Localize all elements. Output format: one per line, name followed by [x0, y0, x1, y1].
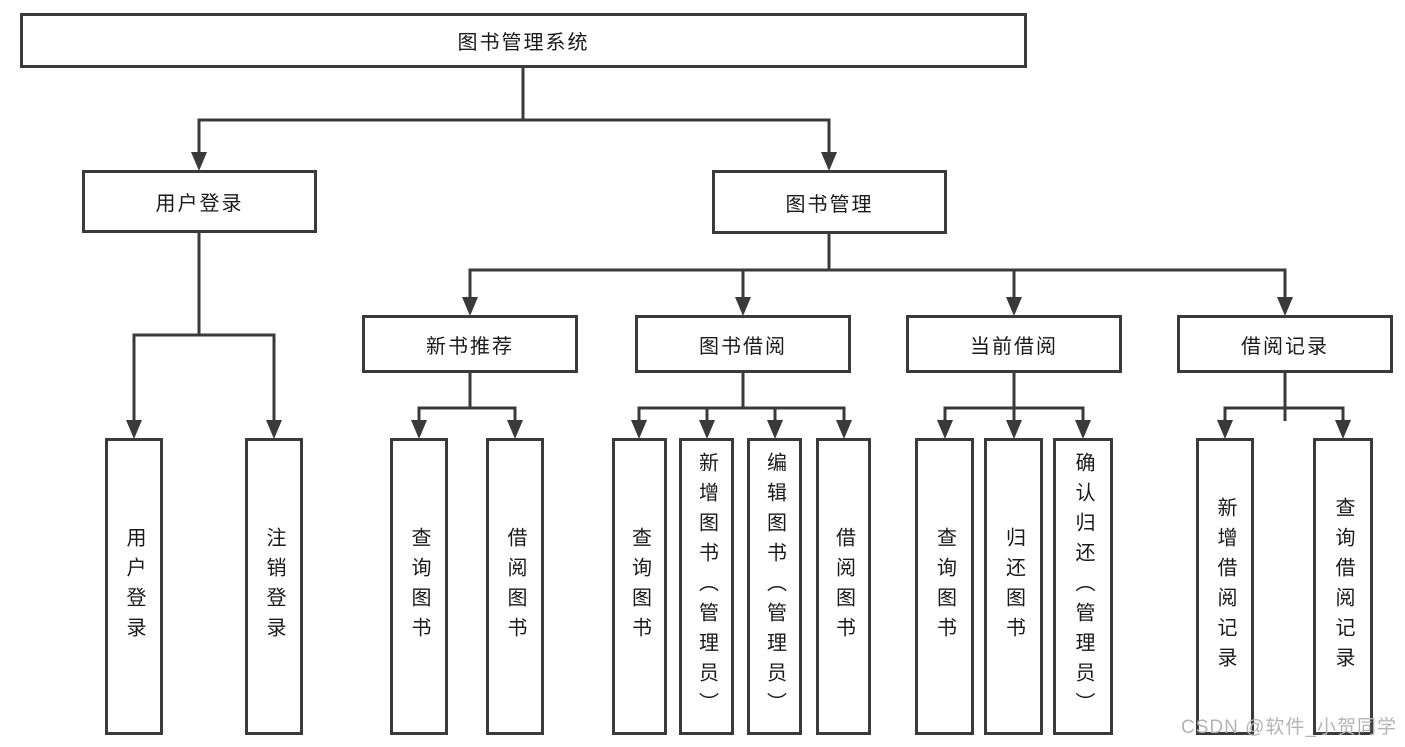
node-label: 图书管理系统 — [457, 32, 590, 54]
node-user-login: 用户登录 — [82, 170, 317, 233]
arrow-down-icon — [1006, 297, 1022, 316]
leaf-logout: 注销登录 — [245, 438, 303, 735]
leaf-user-login: 用户登录 — [105, 438, 163, 735]
leaf-label: 查询图书 — [408, 526, 430, 647]
leaf-query-borrow-record: 查询借阅记录 — [1313, 438, 1373, 735]
node-label: 用户登录 — [155, 193, 244, 215]
leaf-label: 借阅图书 — [832, 526, 855, 647]
node-label: 当前借阅 — [970, 335, 1058, 358]
connector-user-login-split — [132, 233, 276, 421]
arrow-down-icon — [462, 297, 478, 316]
arrow-down-icon — [266, 420, 282, 439]
arrow-down-icon — [1335, 420, 1351, 439]
leaf-label: 查询图书 — [628, 526, 651, 647]
leaf-label: 查询图书 — [933, 526, 956, 647]
leaf-borrow-books-recommend: 借阅图书 — [486, 438, 544, 735]
leaf-add-borrow-record: 新增借阅记录 — [1196, 438, 1254, 735]
arrow-down-icon — [767, 420, 783, 439]
arrow-down-icon — [821, 152, 837, 171]
arrow-down-icon — [836, 420, 852, 439]
csdn-watermark: CSDN @软件_小贺同学 — [1181, 717, 1397, 738]
leaf-label: 用户登录 — [123, 526, 145, 647]
node-label: 借阅记录 — [1241, 335, 1329, 358]
leaf-label: 新增图书（管理员） — [695, 451, 718, 722]
connector-current-split — [943, 373, 1085, 421]
leaf-label: 新增借阅记录 — [1214, 496, 1236, 677]
arrow-down-icon — [126, 420, 142, 439]
arrowhead-icons — [126, 152, 1351, 439]
connector-borrow-split — [637, 373, 846, 421]
leaf-label: 注销登录 — [263, 526, 285, 647]
leaf-return-books: 归还图书 — [984, 438, 1043, 735]
arrow-down-icon — [507, 420, 523, 439]
leaf-label: 查询借阅记录 — [1332, 496, 1354, 677]
node-new-book-recommend: 新书推荐 — [362, 315, 578, 373]
leaf-confirm-return-admin: 确认归还（管理员） — [1053, 438, 1113, 735]
connector-root-split — [197, 68, 831, 153]
node-book-borrow: 图书借阅 — [635, 315, 851, 373]
node-label: 新书推荐 — [426, 335, 514, 358]
arrow-down-icon — [1075, 420, 1091, 439]
leaf-borrow-books: 借阅图书 — [816, 438, 871, 735]
leaf-query-books-borrow: 查询图书 — [612, 438, 667, 735]
leaf-label: 归还图书 — [1002, 526, 1025, 647]
arrow-down-icon — [1217, 420, 1233, 439]
leaf-label: 确认归还（管理员） — [1072, 451, 1094, 722]
leaf-query-books-recommend: 查询图书 — [390, 438, 448, 735]
node-current-borrow: 当前借阅 — [906, 315, 1122, 373]
leaf-label: 借阅图书 — [504, 526, 526, 647]
arrow-down-icon — [735, 297, 751, 316]
arrow-down-icon — [1006, 420, 1022, 439]
connector-records-split — [1223, 373, 1345, 421]
arrow-down-icon — [191, 152, 207, 171]
leaf-edit-books-admin: 编辑图书（管理员） — [747, 438, 802, 735]
arrow-down-icon — [411, 420, 427, 439]
arrow-down-icon — [1277, 297, 1293, 316]
leaf-query-books-current: 查询图书 — [915, 438, 974, 735]
node-borrow-records: 借阅记录 — [1177, 315, 1393, 373]
node-library-system: 图书管理系统 — [20, 13, 1027, 68]
arrow-down-icon — [937, 420, 953, 439]
arrow-down-icon — [699, 420, 715, 439]
leaf-label: 编辑图书（管理员） — [763, 451, 786, 722]
arrow-down-icon — [631, 420, 647, 439]
node-label: 图书管理 — [785, 193, 874, 216]
leaf-add-books-admin: 新增图书（管理员） — [679, 438, 734, 735]
node-book-management: 图书管理 — [712, 170, 947, 234]
node-label: 图书借阅 — [699, 335, 787, 358]
connector-new-book-split — [417, 373, 517, 421]
connector-book-mgmt-split — [468, 234, 1287, 298]
